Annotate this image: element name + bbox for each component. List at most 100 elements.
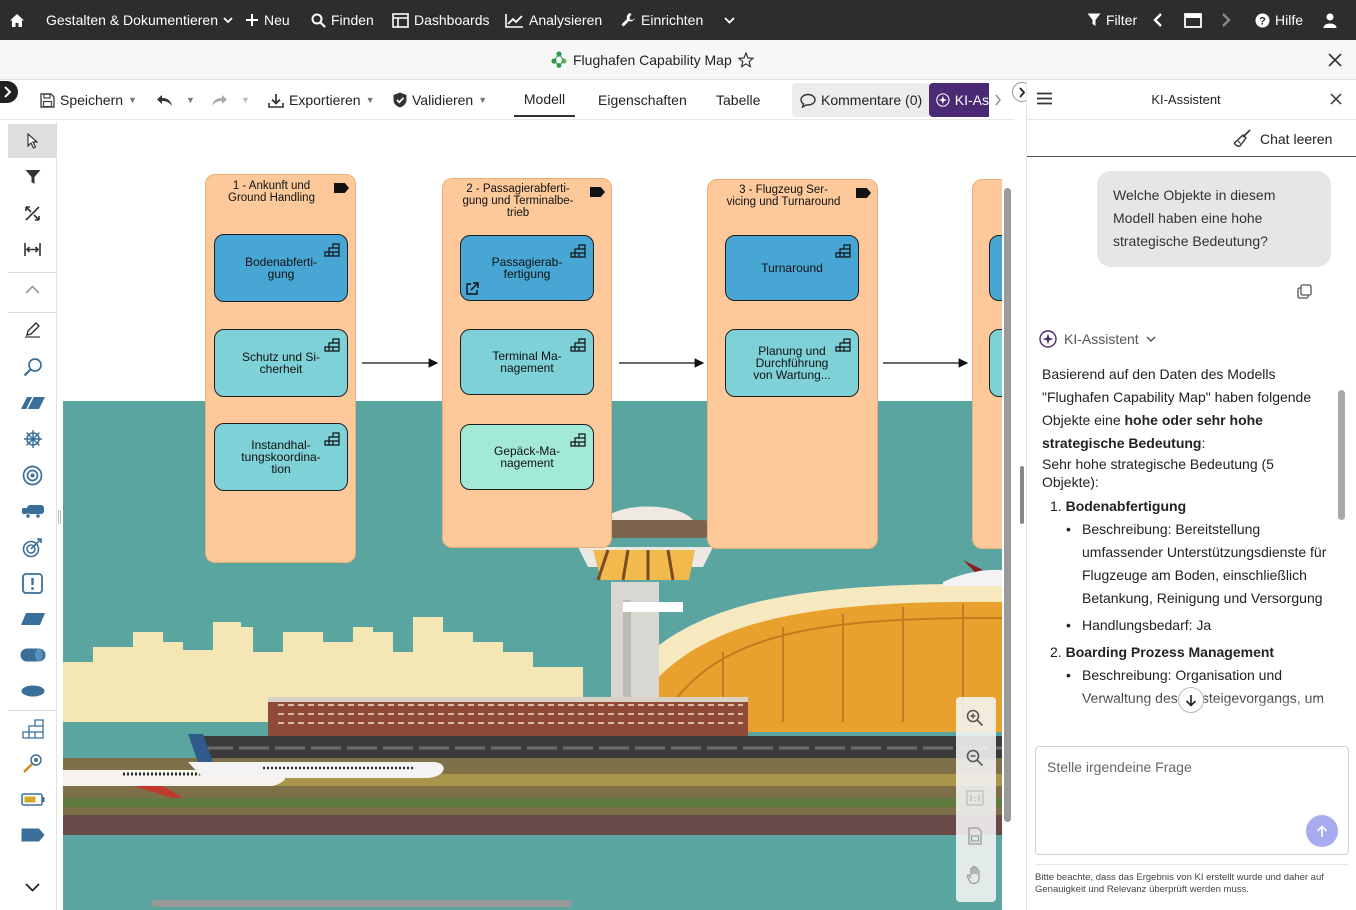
clear-chat-button[interactable]: Chat leeren [1233, 129, 1332, 148]
stakeholder-tool[interactable] [8, 494, 57, 528]
capability-box[interactable]: Terminal Ma- nagement [460, 329, 594, 395]
panel-resize-handle[interactable] [1020, 466, 1024, 524]
star-icon[interactable] [737, 51, 754, 68]
search-icon [311, 13, 326, 28]
palette-resize-handle[interactable] [58, 510, 61, 524]
capability-tool[interactable] [8, 710, 57, 744]
horizontal-scrollbar[interactable] [152, 900, 572, 907]
save-button[interactable]: Speichern ▼ [40, 80, 137, 120]
capability-box[interactable]: Passagierab- fertigung [460, 235, 594, 301]
toolbar-scroll-right[interactable] [994, 80, 1002, 120]
panel-menu-button[interactable] [1037, 92, 1052, 105]
parallelogram-icon [20, 397, 45, 409]
palette-scroll-down[interactable] [8, 870, 57, 904]
validate-button[interactable]: Validieren ▼ [393, 80, 487, 120]
svg-text:?: ? [1259, 15, 1266, 27]
close-model-button[interactable] [1328, 53, 1342, 67]
pencil-icon [25, 322, 40, 338]
more-menu-button[interactable] [724, 0, 735, 40]
ship-wheel-icon [23, 430, 42, 448]
event-tool[interactable] [8, 674, 57, 708]
chevron-up-icon [25, 285, 40, 294]
undo-button[interactable]: ▼ [156, 80, 195, 120]
home-button[interactable] [9, 0, 25, 40]
resource-tool[interactable] [8, 746, 57, 780]
palette-scroll-up[interactable] [8, 272, 57, 306]
dashboards-button[interactable]: Dashboards [392, 0, 490, 40]
capability-box[interactable]: Instandhal- tungskoordina- tion [214, 423, 348, 491]
fit-page-button[interactable] [966, 827, 984, 845]
capability-label: Bodenabferti- gung [244, 255, 318, 281]
tab-properties[interactable]: Eigenschaften [598, 80, 687, 120]
scroll-to-bottom-button[interactable] [1178, 687, 1204, 713]
send-button[interactable] [1306, 815, 1338, 847]
chat-scrollbar[interactable] [1338, 390, 1345, 520]
forward-button[interactable] [1221, 0, 1231, 40]
sparkle-icon [1039, 330, 1057, 348]
capability-box[interactable] [989, 329, 1002, 397]
ai-assistant-button[interactable]: KI-As [929, 83, 989, 117]
ai-assistant-label: KI-As [954, 92, 989, 108]
activity-tool[interactable] [8, 602, 57, 636]
tab-model[interactable]: Modell [514, 83, 575, 117]
export-button[interactable]: Exportieren ▼ [268, 80, 375, 120]
filter-button[interactable]: Filter [1087, 0, 1137, 40]
flow-arrows [362, 358, 969, 368]
user-button[interactable] [1323, 0, 1337, 40]
wheel-tool[interactable] [8, 422, 57, 456]
capability-box[interactable]: Schutz und Si- cherheit [214, 329, 348, 397]
assistant-sender[interactable]: KI-Assistent [1039, 330, 1156, 348]
model-canvas[interactable]: 1 - Ankunft und Ground Handling Bodenabf… [63, 122, 1002, 910]
close-panel-button[interactable] [1330, 93, 1342, 105]
window-button[interactable] [1184, 0, 1202, 40]
annotate-tool[interactable] [8, 312, 57, 346]
capability-map-icon [551, 51, 567, 68]
copy-message-button[interactable] [1297, 284, 1312, 299]
help-button[interactable]: ? Hilfe [1255, 0, 1303, 40]
goal-tool[interactable] [8, 530, 57, 564]
business-function-tool[interactable] [8, 386, 57, 420]
expand-left-panel-button[interactable] [0, 81, 18, 103]
question-input[interactable]: Stelle irgendeine Frage [1035, 746, 1349, 855]
cursor-icon [26, 133, 39, 149]
capability-box[interactable] [989, 235, 1002, 301]
capability-label: Planung und Durchführung von Wartung... [753, 344, 831, 382]
setup-button[interactable]: Einrichten [620, 0, 703, 40]
capability-box[interactable]: Gepäck-Ma- nagement [460, 424, 594, 490]
service-tool[interactable] [8, 638, 57, 672]
list-item-title: Bodenabfertigung [1065, 498, 1187, 514]
analyze-button[interactable]: Analysieren [505, 0, 602, 40]
capability-box[interactable]: Planung und Durchführung von Wartung... [725, 329, 859, 397]
zoom-in-button[interactable] [966, 709, 984, 727]
pointer-tool[interactable] [8, 124, 57, 158]
design-menu[interactable]: Gestalten & Dokumentieren [46, 0, 233, 40]
design-menu-label: Gestalten & Dokumentieren [46, 12, 218, 28]
capability-box[interactable]: Bodenabferti- gung [214, 234, 348, 302]
hand-icon [966, 865, 980, 885]
capability-group-title: 3 - Flugzeug Ser- vicing und Turnaround [726, 184, 841, 208]
battery-tool[interactable] [8, 782, 57, 816]
search-element-tool[interactable] [8, 350, 57, 384]
capability-label: Schutz und Si- cherheit [241, 350, 321, 376]
save-label: Speichern [60, 92, 124, 108]
help-label: Hilfe [1275, 12, 1304, 28]
ai-assistant-panel: KI-Assistent Chat leeren Welche Objekte … [1026, 80, 1356, 910]
actual-size-button[interactable] [966, 789, 984, 807]
find-button[interactable]: Finden [311, 0, 374, 40]
issue-tool[interactable] [8, 566, 57, 600]
fit-width-tool[interactable] [8, 232, 57, 266]
tab-table[interactable]: Tabelle [716, 80, 760, 120]
vertical-scrollbar[interactable] [1004, 188, 1011, 822]
filter-tool[interactable] [8, 160, 57, 194]
redo-button[interactable]: ▼ [211, 80, 250, 120]
comments-button[interactable]: Kommentare (0) [792, 83, 931, 117]
zoom-out-button[interactable] [966, 749, 984, 767]
value-stream-tool[interactable] [8, 818, 57, 852]
external-link-icon[interactable] [465, 282, 479, 296]
capability-box[interactable]: Turnaround [725, 235, 859, 301]
resize-tool[interactable] [8, 196, 57, 230]
target-tool[interactable] [8, 458, 57, 492]
new-button[interactable]: Neu [245, 0, 290, 40]
back-button[interactable] [1153, 0, 1163, 40]
pan-tool-button[interactable] [966, 865, 984, 885]
